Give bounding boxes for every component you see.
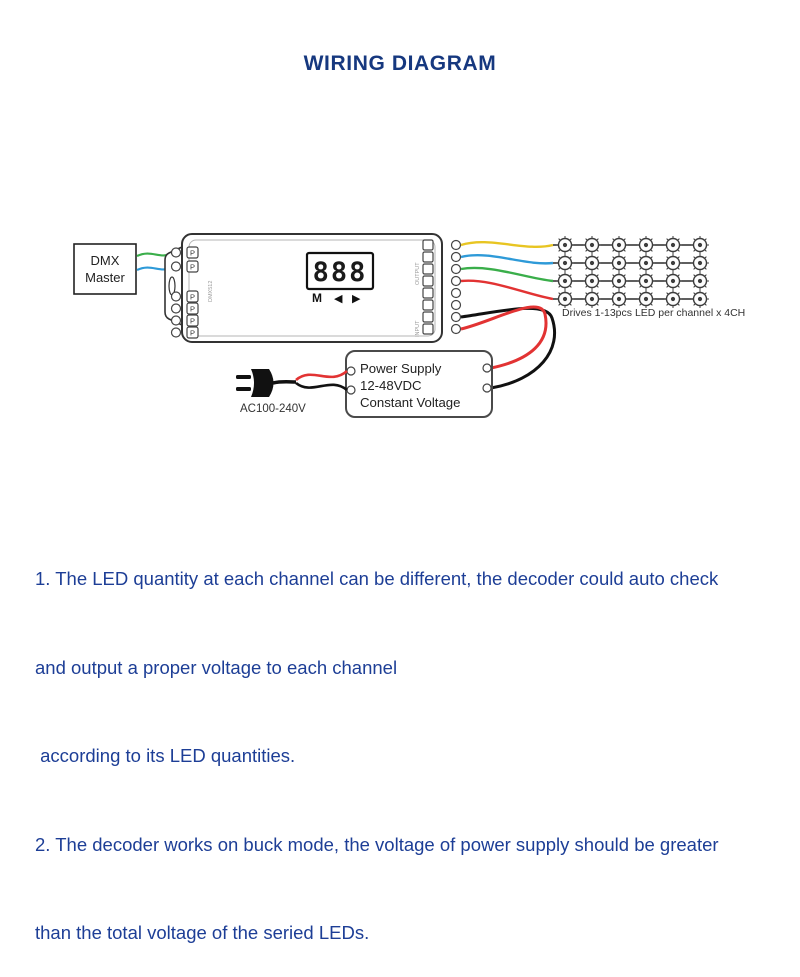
wire-channel-yellow — [460, 241, 554, 249]
wire-power-red — [460, 305, 548, 370]
prev-button-icon: ◀ — [334, 293, 343, 305]
dmx-master-label-line1: DMX — [91, 253, 120, 268]
decoder-inner-edge — [188, 239, 436, 337]
led — [582, 271, 602, 291]
led — [663, 235, 683, 255]
led — [636, 289, 656, 309]
wiring-diagram: DMX Master P P DMX512 P P P P 888 — [73, 233, 745, 418]
wire-ac-black — [295, 381, 348, 392]
led — [582, 289, 602, 309]
led — [609, 271, 629, 291]
notes: 1. The LED quantity at each channel can … — [35, 505, 786, 977]
led — [555, 253, 575, 273]
power-supply-line3: Constant Voltage — [360, 395, 460, 410]
led — [555, 271, 575, 291]
decoder-dmx-out-terminals — [170, 290, 199, 339]
port-label: P — [190, 329, 195, 338]
decoder-output-terminals — [422, 239, 462, 335]
dmx-master-label-line2: Master — [85, 270, 125, 285]
led — [636, 271, 656, 291]
note-line-1: 1. The LED quantity at each channel can … — [35, 568, 719, 589]
mode-button: M — [312, 291, 322, 305]
led — [582, 253, 602, 273]
power-supply-line2: 12-48VDC — [360, 378, 422, 393]
led — [636, 235, 656, 255]
dmx512-label: DMX512 — [208, 281, 214, 302]
ac-plug-icon — [236, 369, 297, 397]
page-title: WIRING DIAGRAM — [303, 52, 497, 75]
dmx-master-box: DMX Master — [73, 243, 137, 295]
led — [609, 235, 629, 255]
note-line-4: 2. The decoder works on buck mode, the v… — [35, 833, 719, 855]
led — [636, 253, 656, 273]
wire-power-black — [460, 306, 557, 390]
port-label: P — [190, 317, 195, 326]
note-line-5: than the total voltage of the seried LED… — [35, 922, 370, 943]
led — [555, 235, 575, 255]
wire-channel-blue — [460, 254, 554, 265]
power-supply-line1: Power Supply — [360, 361, 442, 376]
led-rows — [553, 235, 710, 309]
led — [609, 253, 629, 273]
led — [690, 235, 710, 255]
next-button-icon: ▶ — [352, 293, 361, 305]
led — [690, 271, 710, 291]
port-label: P — [190, 305, 195, 314]
led — [663, 289, 683, 309]
led — [555, 289, 575, 309]
output-label: OUTPUT — [415, 262, 421, 285]
led — [663, 253, 683, 273]
ac-voltage-label: AC100-240V — [240, 403, 306, 415]
input-label: INPUT — [415, 320, 421, 337]
led — [582, 235, 602, 255]
wire-ac-red — [295, 369, 348, 382]
power-supply-box: Power Supply 12-48VDC Constant Voltage — [345, 350, 493, 418]
port-label: P — [190, 293, 195, 302]
port-label: P — [190, 263, 195, 272]
drives-caption: Drives 1-13pcs LED per channel x 4CH — [562, 307, 745, 319]
wire-channel-red — [460, 279, 554, 301]
note-line-2: and output a proper voltage to each chan… — [35, 656, 398, 678]
decoder-body — [164, 233, 443, 343]
decoder-dmx-in-terminals — [170, 246, 199, 273]
decoder-display: 888 — [305, 251, 375, 291]
led — [690, 289, 710, 309]
led — [663, 271, 683, 291]
led — [690, 253, 710, 273]
led — [609, 289, 629, 309]
display-digits: 888 — [313, 257, 368, 288]
note-line-3: according to its LED quantities. — [35, 745, 296, 766]
wire-channel-green — [460, 266, 554, 283]
port-label: P — [190, 249, 195, 258]
